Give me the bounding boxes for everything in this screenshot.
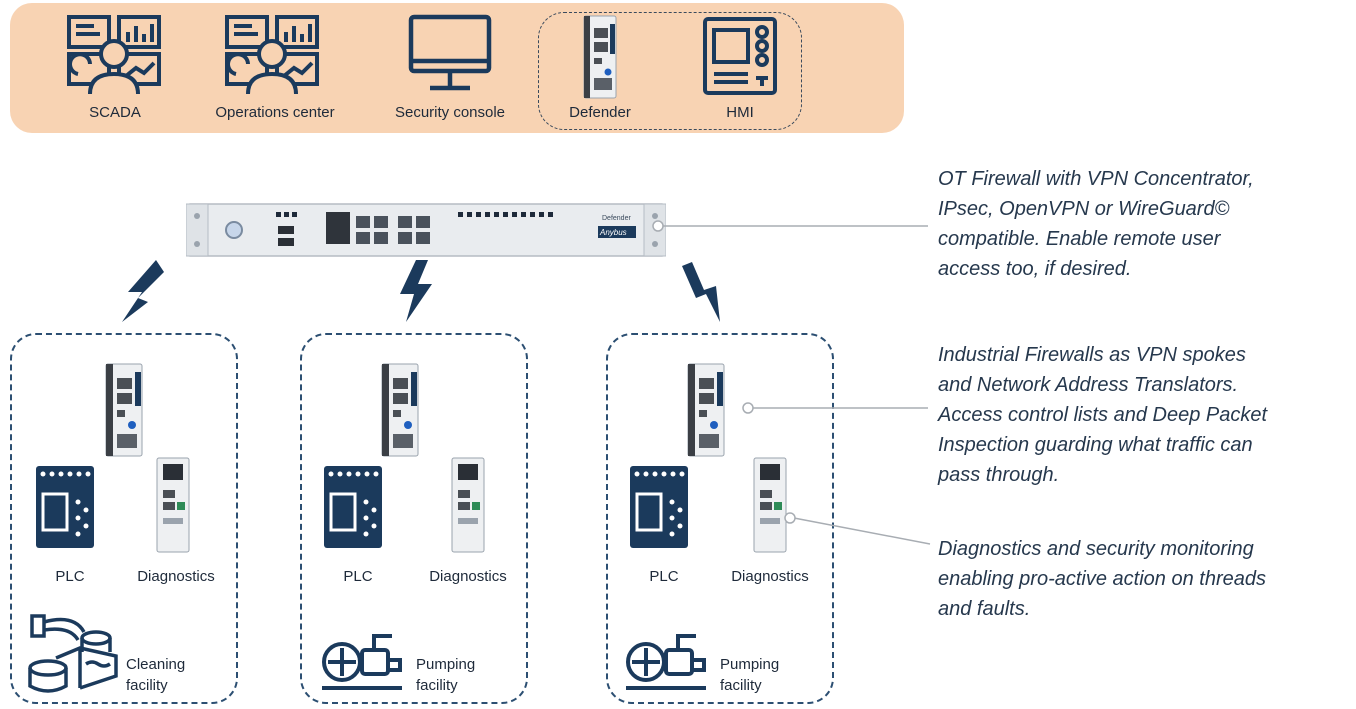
operations-center-icon xyxy=(225,15,319,94)
cleaning-facility-icon xyxy=(28,614,118,693)
site-box-cleaning xyxy=(10,333,238,704)
security-console-label: Security console xyxy=(394,104,506,121)
defender-device-icon xyxy=(583,15,617,99)
plc-label: PLC xyxy=(343,568,373,585)
site-box-pumping-1 xyxy=(300,333,528,704)
plc-label: PLC xyxy=(55,568,85,585)
svg-text:Anybus: Anybus xyxy=(599,228,627,237)
diagnostics-label: Diagnostics xyxy=(429,568,507,585)
scada-label: SCADA xyxy=(89,104,141,121)
diagnostics-device xyxy=(451,457,485,553)
diagnostics-device xyxy=(156,457,190,553)
hmi-icon xyxy=(703,17,777,95)
scada-icon xyxy=(67,15,161,94)
facility-label-cleaning: Cleaning facility xyxy=(126,656,186,694)
hmi-label: HMI xyxy=(726,104,754,121)
spokes-callout-line xyxy=(742,402,928,414)
defender-hmi-group xyxy=(538,12,802,130)
lightning-bolt-icon-1 xyxy=(122,260,164,322)
plc-icon xyxy=(36,466,94,548)
plc-label: PLC xyxy=(649,568,679,585)
defender-label: Defender xyxy=(569,104,631,121)
firewall-callout-line xyxy=(652,220,928,232)
pump-icon xyxy=(322,634,402,690)
diagnostics-label: Diagnostics xyxy=(731,568,809,585)
monitor-icon xyxy=(408,14,492,91)
lightning-bolt-icon-2 xyxy=(400,260,432,322)
diagnostics-note: Diagnostics and security monitoring enab… xyxy=(938,538,1266,620)
diagnostics-callout-line xyxy=(784,512,931,545)
industrial-firewall-device xyxy=(687,363,725,457)
plc-icon xyxy=(324,466,382,548)
lightning-bolt-icon-3 xyxy=(682,262,720,322)
facility-label-pumping: Pumping facility xyxy=(416,656,476,694)
industrial-firewall-device xyxy=(381,363,419,457)
plc-icon xyxy=(630,466,688,548)
svg-text:Defender: Defender xyxy=(602,215,631,222)
facility-label-pumping: Pumping facility xyxy=(720,656,780,694)
diagnostics-device xyxy=(753,457,787,553)
operations-center-label: Operations center xyxy=(215,104,335,121)
spokes-note: Industrial Firewalls as VPN spokes and N… xyxy=(938,344,1268,486)
diagnostics-label: Diagnostics xyxy=(137,568,215,585)
industrial-firewall-device xyxy=(105,363,143,457)
pump-icon xyxy=(626,634,706,690)
firewall-note: OT Firewall with VPN Concentrator, IPsec… xyxy=(938,168,1254,280)
rack-firewall-device: Defender Anybus xyxy=(186,203,666,257)
site-box-pumping-2 xyxy=(606,333,834,704)
